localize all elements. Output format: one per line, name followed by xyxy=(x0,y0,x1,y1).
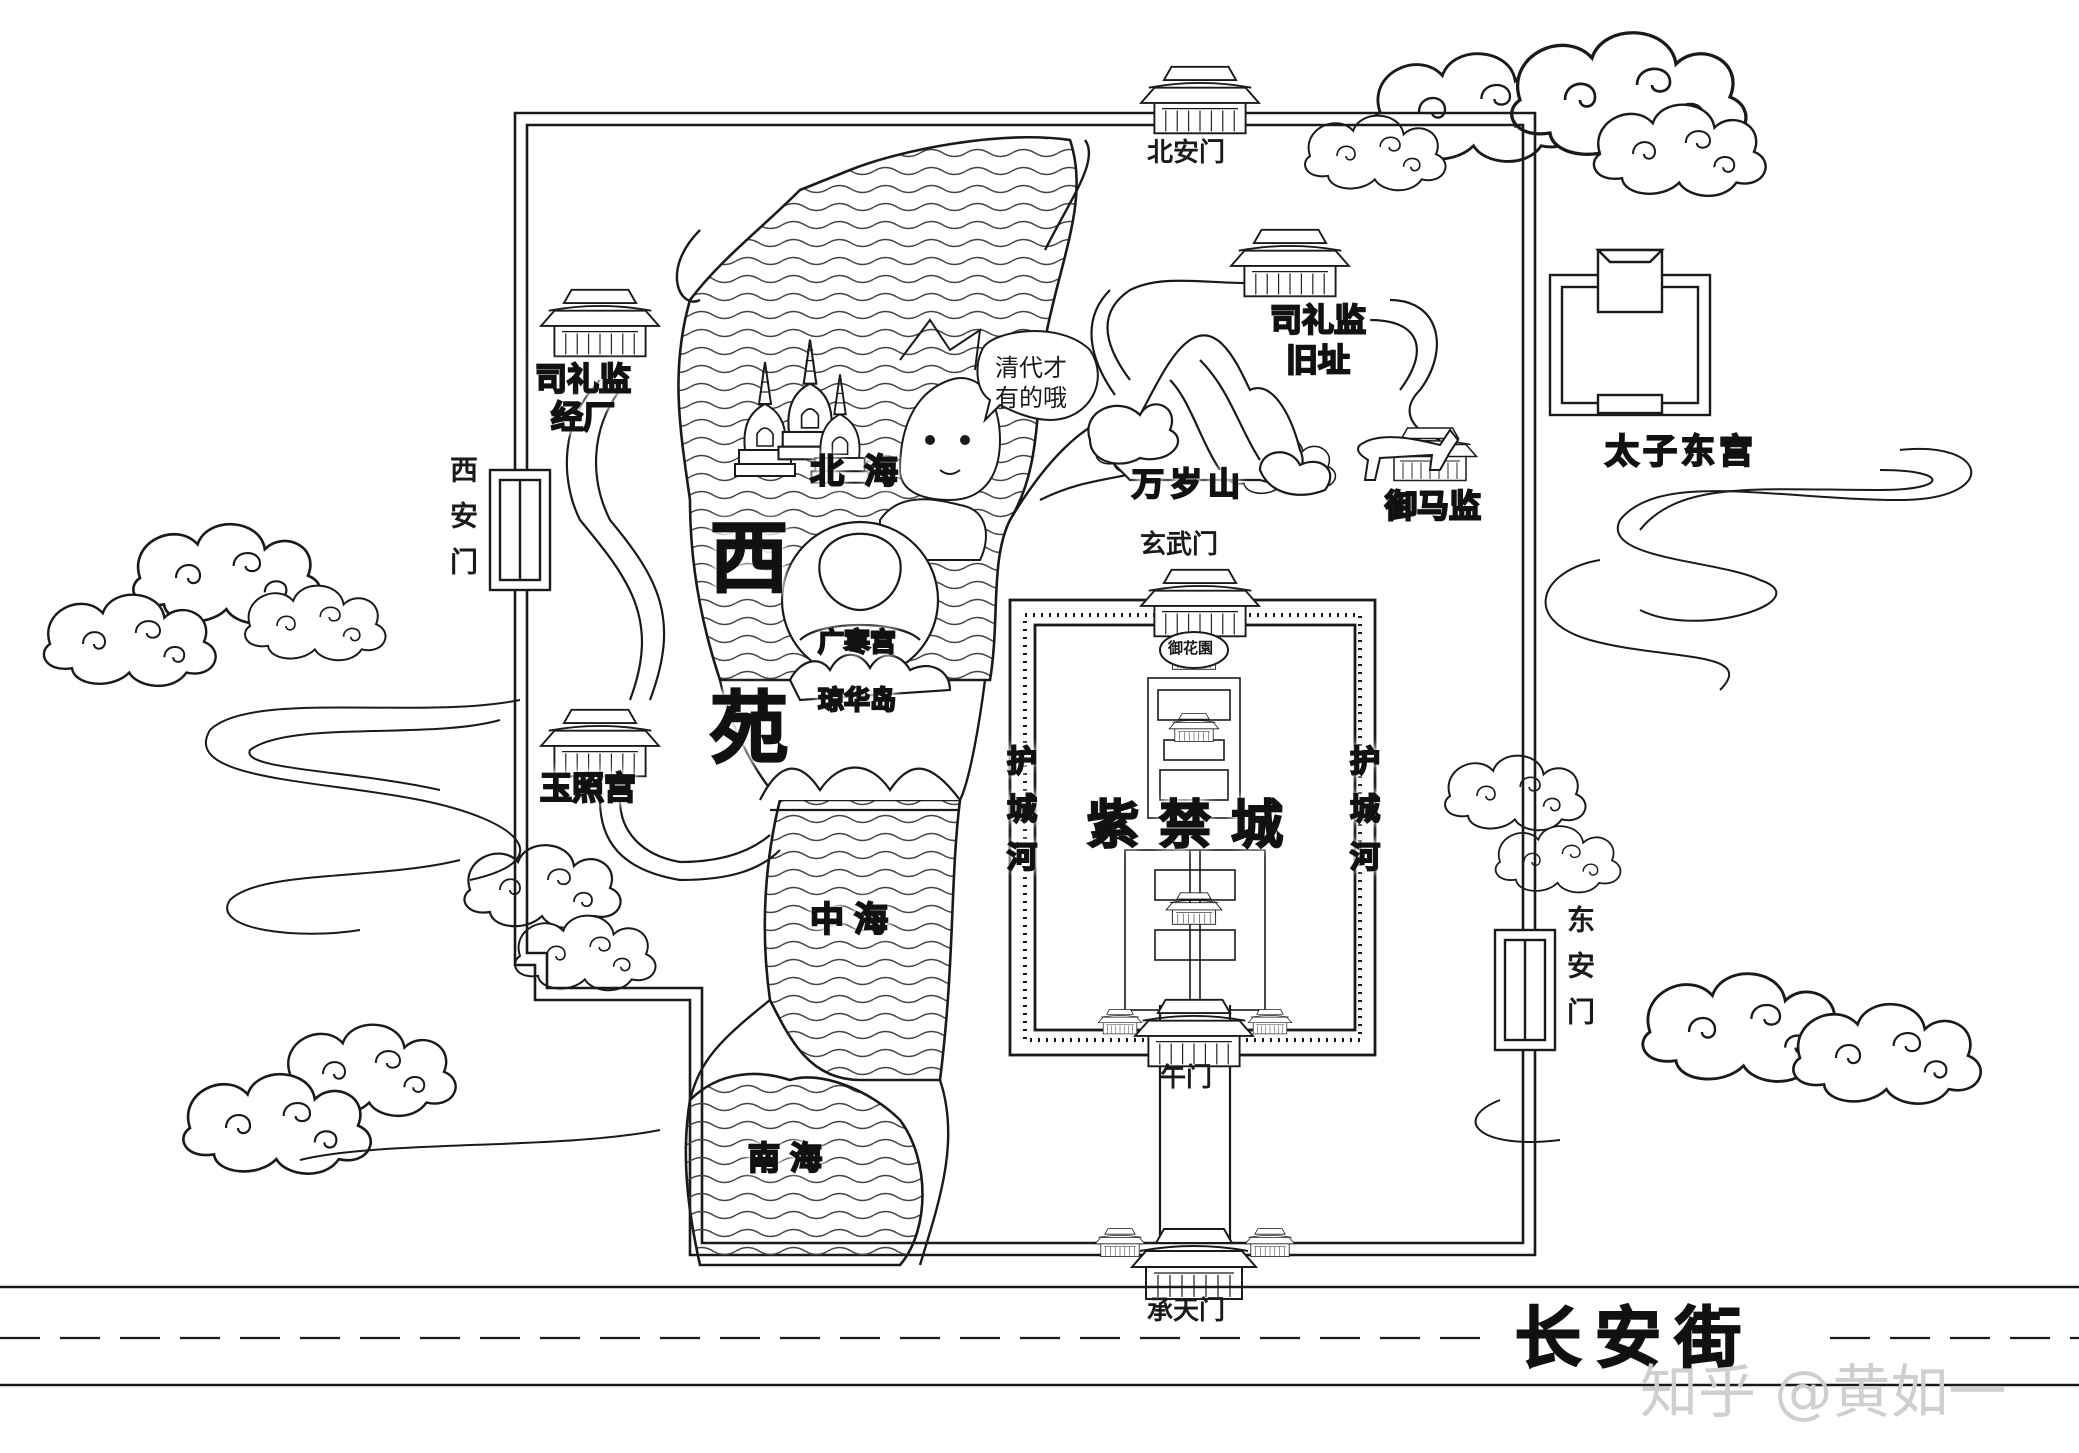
imperial-garden-emblem xyxy=(1159,631,1229,669)
east-gate-block xyxy=(1493,928,1557,1052)
xiyuan-xi-label: 西 xyxy=(709,513,789,604)
bridge xyxy=(759,766,961,812)
beihai-label: 北海 xyxy=(809,452,918,492)
wu-gate-label: 午门 xyxy=(1160,1063,1213,1093)
lady-figure-icon xyxy=(879,318,1002,561)
taizi-donggong-label: 太子东宫 xyxy=(1604,432,1757,472)
silijian-jingchang-label: 司礼监 经厂 xyxy=(534,359,632,437)
cloud-streamers xyxy=(205,447,1973,1161)
changan-street-label: 长安街 xyxy=(1514,1299,1755,1377)
chengtian-gate-label: 承天门 xyxy=(1147,1296,1226,1326)
nanhai-label: 南海 xyxy=(747,1139,833,1177)
guanghan-medallion xyxy=(780,520,952,702)
north-gate-label: 北安门 xyxy=(1147,138,1226,168)
nanhai-lake xyxy=(684,1072,924,1267)
silijian-jiuzhi-label: 司礼监 旧址 xyxy=(1269,300,1367,380)
taizi-donggong-building xyxy=(1548,248,1712,417)
imperial-city-wall xyxy=(513,111,1537,1257)
moat-left-label: 护城河 xyxy=(1000,744,1037,890)
yuzhao-palace-label: 玉照宫 xyxy=(539,769,637,807)
imperial-garden-label: 御花園 xyxy=(1168,639,1214,657)
forbidden-city-label: 紫禁城 xyxy=(1086,795,1304,856)
palace-complex xyxy=(1124,677,1266,1011)
speech-bubble xyxy=(976,330,1099,424)
wansui-hill-label: 万岁山 xyxy=(1131,465,1247,503)
speech-bubble-text: 清代才 有的哦 xyxy=(995,354,1067,412)
zhonghai-lake xyxy=(763,798,962,1082)
changan-street xyxy=(0,1285,2079,1387)
west-gate-block xyxy=(488,468,552,592)
moat-right-label: 护城河 xyxy=(1343,744,1380,890)
mountain-icon xyxy=(1087,334,1332,496)
zhonghai-label: 中海 xyxy=(809,900,898,940)
xiyuan-yuan-label: 苑 xyxy=(709,683,789,774)
watermark: 知乎 @黄如一 xyxy=(1640,1358,2007,1426)
west-gate-label: 西安门 xyxy=(446,455,479,593)
xuanwu-gate-label: 玄武门 xyxy=(1140,530,1219,560)
horse-icon xyxy=(1357,428,1460,481)
qionghua-island-label: 琼华岛 xyxy=(817,686,897,716)
yumajian-label: 御马监 xyxy=(1384,487,1482,525)
guanghan-palace-label: 广寒宫 xyxy=(817,628,897,658)
east-gate-label: 东安门 xyxy=(1563,905,1596,1043)
